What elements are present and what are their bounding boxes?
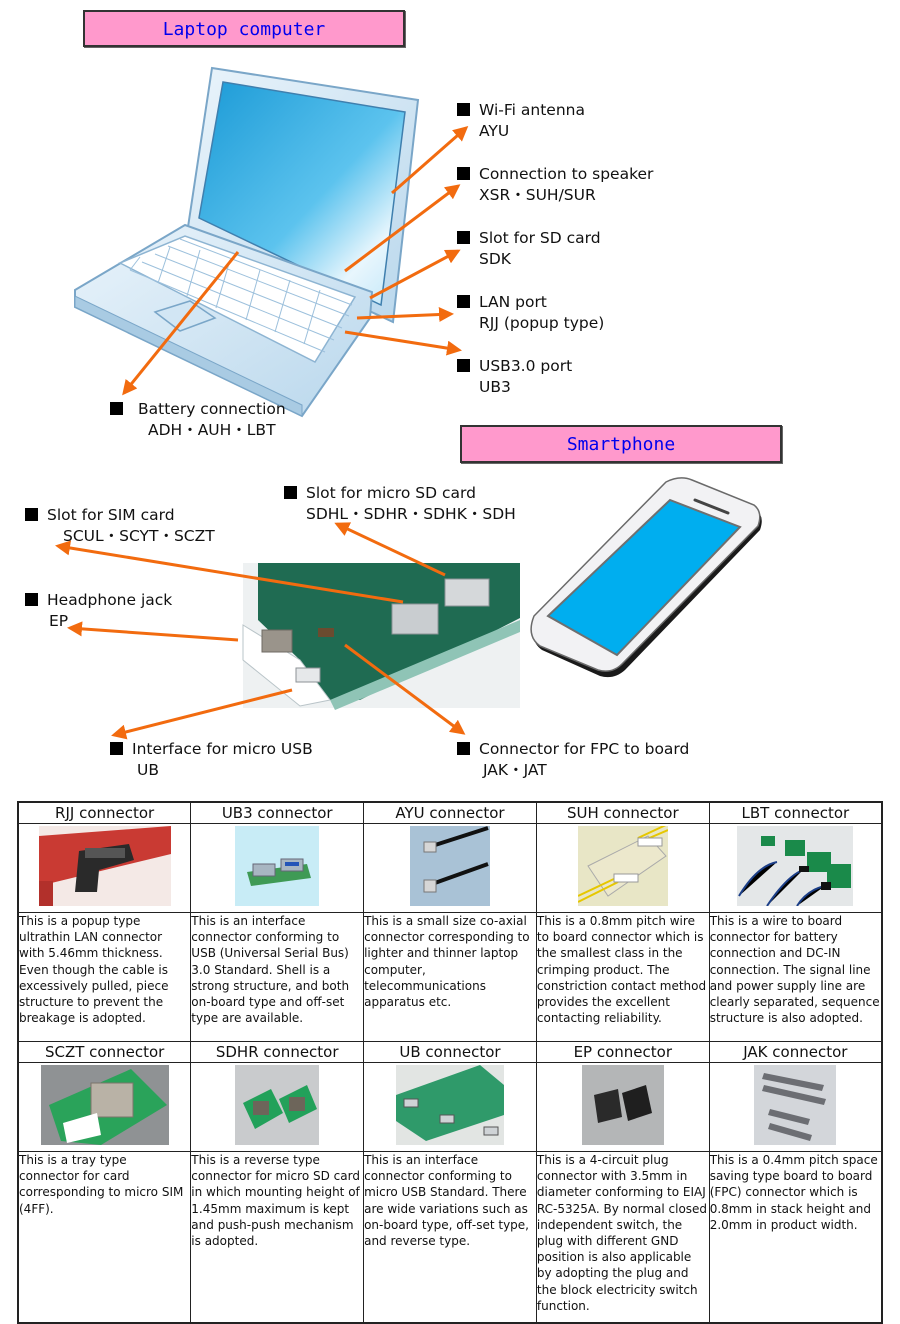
ub3-connector-photo — [191, 824, 363, 912]
bullet-square-icon — [284, 486, 297, 499]
callout-sd-card: Slot for SD card SDK — [457, 228, 601, 270]
ayu-connector-photo — [364, 824, 536, 912]
jak-connector-photo — [710, 1063, 881, 1151]
sczt-connector-photo — [19, 1063, 190, 1151]
connector-description: This is a 0.8mm pitch wire to board conn… — [535, 912, 710, 1042]
smartphone-illustration — [530, 477, 762, 678]
laptop-callout-arrows — [122, 126, 469, 396]
lbt-connector-photo — [710, 824, 881, 912]
connector-name: SUH connector — [535, 801, 710, 824]
bullet-square-icon — [457, 742, 470, 755]
callout-speaker: Connection to speaker XSR・SUH/SUR — [457, 164, 653, 206]
callout-codes: AYU — [479, 122, 510, 140]
connector-table: RJJ connector UB3 connector AYU connecto… — [17, 801, 883, 1324]
arrow-usb3 — [344, 330, 462, 356]
callout-battery: Battery connection ADH・AUH・LBT — [110, 399, 286, 441]
arrow-micro-sd — [334, 522, 446, 577]
callout-codes: RJJ (popup type) — [479, 314, 605, 332]
callout-micro-usb: Interface for micro USB UB — [110, 739, 313, 781]
callout-fpc-board: Connector for FPC to board JAK・JAT — [457, 739, 689, 781]
table-header-row: SCZT connector SDHR connector UB connect… — [17, 1041, 883, 1063]
table-image-row — [17, 1062, 883, 1152]
bullet-square-icon — [457, 295, 470, 308]
ub-connector-photo — [364, 1063, 536, 1151]
callout-usb3-port: USB3.0 port UB3 — [457, 356, 572, 398]
laptop-keyboard — [118, 235, 357, 363]
arrow-headphone — [67, 621, 239, 642]
bullet-square-icon — [457, 103, 470, 116]
bullet-square-icon — [457, 359, 470, 372]
laptop-section-title: Laptop computer — [83, 10, 405, 47]
connector-name: JAK connector — [708, 1041, 883, 1063]
arrow-fpc — [344, 643, 466, 735]
connector-name: UB3 connector — [190, 801, 365, 824]
smartphone-callout-arrows — [55, 522, 466, 740]
connector-name: AYU connector — [363, 801, 537, 824]
bullet-square-icon — [457, 231, 470, 244]
callout-lan-port: LAN port RJJ (popup type) — [457, 292, 604, 334]
connector-description: This is a wire to board connector for ba… — [708, 912, 883, 1042]
ep-connector-photo — [537, 1063, 709, 1151]
connector-name: SCZT connector — [17, 1041, 192, 1063]
callout-codes: JAK・JAT — [483, 761, 547, 779]
rjj-connector-photo — [19, 824, 190, 912]
connector-description: This is a tray type connector for card c… — [17, 1151, 192, 1323]
illustration-canvas — [55, 66, 762, 740]
table-description-row: This is a tray type connector for card c… — [17, 1151, 883, 1323]
suh-connector-photo — [537, 823, 709, 912]
callout-micro-sd: Slot for micro SD card SDHL・SDHR・SDHK・SD… — [284, 483, 534, 525]
arrow-wifi — [391, 126, 469, 195]
connector-description: This is an interface connector conformin… — [363, 1151, 537, 1323]
callout-codes: XSR・SUH/SUR — [479, 186, 596, 204]
laptop-illustration — [74, 66, 420, 418]
arrow-speaker — [344, 184, 461, 273]
connector-description: This is a 4-circuit plug connector with … — [535, 1151, 710, 1323]
smartphone-board-illustration — [242, 563, 520, 710]
table-description-row: This is a popup type ultrathin LAN conne… — [17, 912, 883, 1042]
arrow-lan — [356, 307, 454, 323]
callout-codes: UB — [137, 761, 159, 779]
callout-wifi-antenna: Wi-Fi antenna AYU — [457, 100, 585, 142]
arrow-sim — [55, 540, 404, 604]
bullet-square-icon — [110, 742, 123, 755]
callout-codes: ADH・AUH・LBT — [148, 421, 276, 439]
connector-name: RJJ connector — [17, 801, 192, 824]
arrow-battery — [122, 251, 240, 396]
callout-codes: UB3 — [479, 378, 511, 396]
connector-description: This is a small size co-axial connector … — [363, 912, 537, 1042]
connector-description: This is a popup type ultrathin LAN conne… — [17, 912, 192, 1042]
callout-codes: SCUL・SCYT・SCZT — [63, 527, 215, 545]
bullet-square-icon — [25, 508, 38, 521]
callout-codes: SDHL・SDHR・SDHK・SDH — [306, 505, 516, 523]
bullet-square-icon — [457, 167, 470, 180]
connector-description: This is a 0.4mm pitch space saving type … — [708, 1151, 883, 1323]
table-header-row: RJJ connector UB3 connector AYU connecto… — [17, 801, 883, 824]
arrow-sd-card — [369, 249, 461, 300]
callout-codes: EP — [49, 612, 69, 630]
callout-headphone-jack: Headphone jack EP — [25, 590, 172, 632]
laptop-screen — [198, 81, 406, 307]
smartphone-section-title: Smartphone — [460, 425, 782, 463]
bullet-square-icon — [25, 593, 38, 606]
connector-description: This is a reverse type connector for mic… — [190, 1151, 365, 1323]
connector-name: EP connector — [535, 1041, 710, 1063]
callout-codes: SDK — [479, 250, 511, 268]
connector-description: This is an interface connector conformin… — [190, 912, 365, 1042]
arrow-micro-usb — [111, 688, 293, 740]
sdhr-connector-photo — [191, 1063, 363, 1151]
bullet-square-icon — [110, 402, 123, 415]
connector-name: SDHR connector — [190, 1041, 365, 1063]
connector-name: LBT connector — [708, 801, 883, 824]
callout-sim-card: Slot for SIM card SCUL・SCYT・SCZT — [25, 505, 215, 547]
table-image-row — [17, 823, 883, 913]
smartphone-screen — [546, 498, 742, 657]
connector-name: UB connector — [363, 1041, 537, 1063]
